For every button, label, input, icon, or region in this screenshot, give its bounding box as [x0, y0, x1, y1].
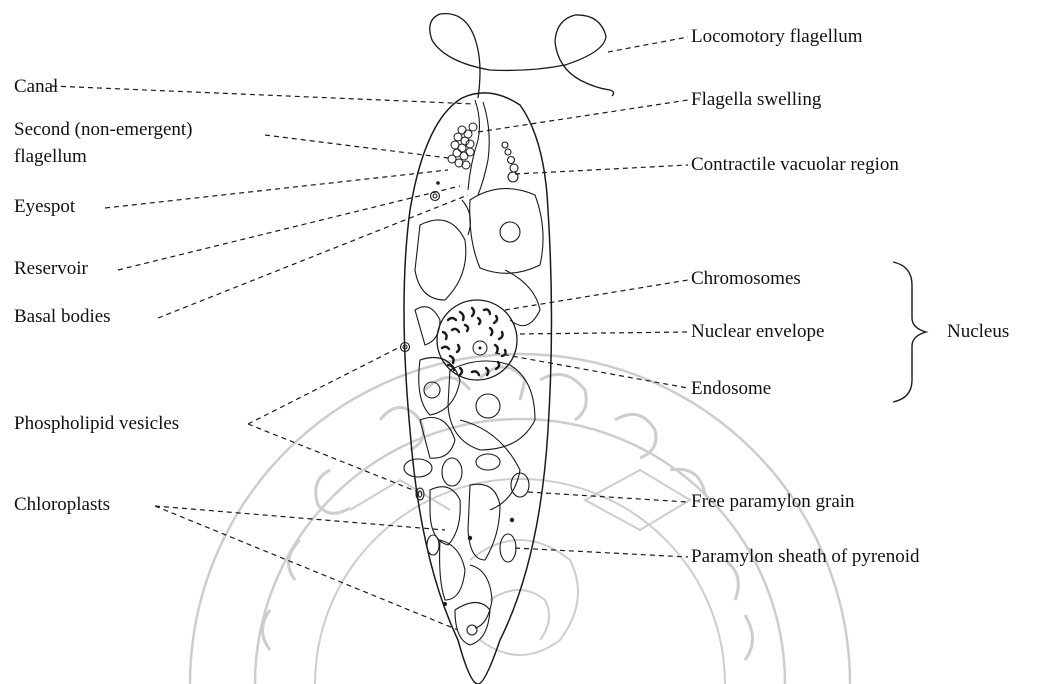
label-chloroplasts: Chloroplasts [14, 494, 110, 516]
label-chromosomes: Chromosomes [691, 268, 801, 290]
label-endosome: Endosome [691, 378, 771, 400]
label-basal-bodies: Basal bodies [14, 306, 111, 328]
label-contractile-vacuolar-region: Contractile vacuolar region [691, 154, 899, 176]
label-flagella-swelling: Flagella swelling [691, 89, 821, 111]
label-reservoir: Reservoir [14, 258, 88, 280]
label-nuclear-envelope: Nuclear envelope [691, 321, 824, 343]
locomotory-flagellum [430, 14, 614, 98]
label-free-paramylon-grain: Free paramylon grain [691, 491, 855, 513]
label-locomotory-flagellum: Locomotory flagellum [691, 26, 862, 48]
label-canal: Canal [14, 76, 58, 98]
nucleus-brace [893, 262, 926, 402]
label-second-flagellum-line1: Second (non-emergent) [14, 119, 193, 141]
chromosomes [442, 308, 506, 375]
label-phospholipid-vesicles: Phospholipid vesicles [14, 413, 179, 435]
label-nucleus: Nucleus [947, 321, 1009, 343]
label-eyespot: Eyespot [14, 196, 75, 218]
label-second-flagellum-line2: flagellum [14, 146, 87, 168]
nucleus [437, 300, 517, 380]
label-paramylon-sheath-of-pyrenoid: Paramylon sheath of pyrenoid [691, 546, 919, 568]
